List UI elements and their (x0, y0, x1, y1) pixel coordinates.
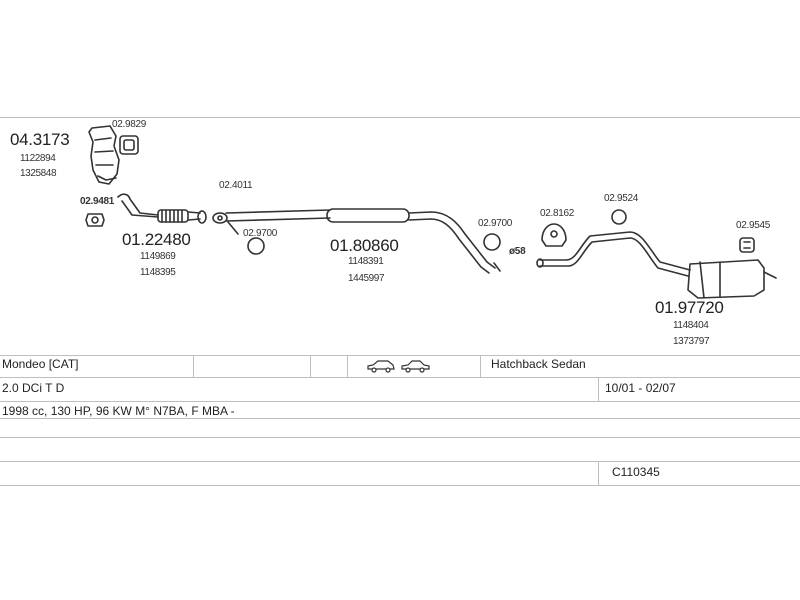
part-ref-front-pipe-1: 1149869 (140, 251, 176, 262)
table-row-divider-5 (0, 461, 800, 462)
part-code-clamp-front: 02.4011 (219, 180, 253, 191)
clamp-mid-drawing (493, 262, 501, 272)
part-ref-middle-silencer-2: 1445997 (348, 273, 385, 284)
part-ref-catalyst-2: 1325848 (20, 168, 57, 179)
part-ref-catalyst-1: 1122894 (20, 153, 56, 164)
table-row-divider-1 (0, 377, 800, 378)
part-ref-front-pipe-2: 1148395 (140, 267, 176, 278)
car-icons (366, 359, 431, 378)
mount-ring-drawing (541, 223, 567, 247)
part-code-hanger-rear-a: 02.9524 (604, 193, 639, 204)
hanger-rear-a-drawing (611, 209, 627, 225)
part-ref-rear-silencer-1: 1148404 (673, 320, 709, 331)
rear-silencer-drawing (687, 259, 777, 299)
part-code-rear-silencer: 01.97720 (655, 298, 724, 317)
gasket-front-drawing (85, 213, 105, 227)
part-code-gasket-front: 02.9481 (80, 196, 115, 207)
vehicle-engine: 2.0 DCi T D (2, 381, 65, 395)
catalytic-converter-drawing (88, 125, 120, 185)
middle-pipe-drawing (225, 208, 496, 274)
vehicle-specs: 1998 cc, 130 HP, 96 KW M° N7BA, F MBA - (2, 404, 235, 418)
vehicle-model: Mondeo [CAT] (2, 357, 79, 371)
part-code-hanger-front: 02.9700 (243, 228, 278, 239)
part-code-hanger-mid: 02.9700 (478, 218, 513, 229)
hanger-mid-drawing (483, 233, 501, 251)
vehicle-body-type: Hatchback Sedan (491, 357, 586, 371)
table-col-divider-3 (347, 355, 348, 377)
car-hatchback-icon (367, 360, 395, 373)
table-bottom-border (0, 485, 800, 486)
table-row-divider-3 (0, 418, 800, 419)
table-row-divider-4 (0, 437, 800, 438)
car-sedan-icon (401, 360, 431, 373)
table-col-divider-6 (598, 461, 599, 485)
part-ref-rear-silencer-2: 1373797 (673, 336, 710, 347)
table-top-border (0, 355, 800, 356)
part-code-front-pipe: 01.22480 (122, 230, 191, 249)
part-code-clamp-mid: ø58 (509, 246, 526, 257)
exhaust-system-diagram (85, 125, 777, 299)
part-code-middle-silencer: 01.80860 (330, 236, 399, 255)
part-ref-middle-silencer-1: 1148391 (348, 256, 384, 267)
vehicle-production-dates: 10/01 - 02/07 (605, 381, 676, 395)
clamp-front-drawing (212, 212, 239, 235)
front-pipe-drawing (117, 193, 207, 224)
table-row-divider-2 (0, 401, 800, 402)
part-code-hanger-rear-b: 02.9545 (736, 220, 771, 231)
table-col-divider-2 (310, 355, 311, 377)
gasket-square-drawing (119, 135, 139, 155)
hanger-front-drawing (247, 237, 265, 255)
part-code-gasket-cat: 02.9829 (112, 119, 147, 130)
part-code-catalyst: 04.3173 (10, 130, 70, 149)
table-col-divider-4 (480, 355, 481, 377)
table-col-divider-5 (598, 377, 599, 401)
part-code-mount-ring: 02.8162 (540, 208, 575, 219)
table-col-divider-1 (193, 355, 194, 377)
rear-pipe-drawing (536, 231, 691, 277)
hanger-rear-b-drawing (739, 237, 755, 253)
catalog-code: C110345 (612, 465, 660, 479)
diagram-top-border (0, 117, 800, 118)
